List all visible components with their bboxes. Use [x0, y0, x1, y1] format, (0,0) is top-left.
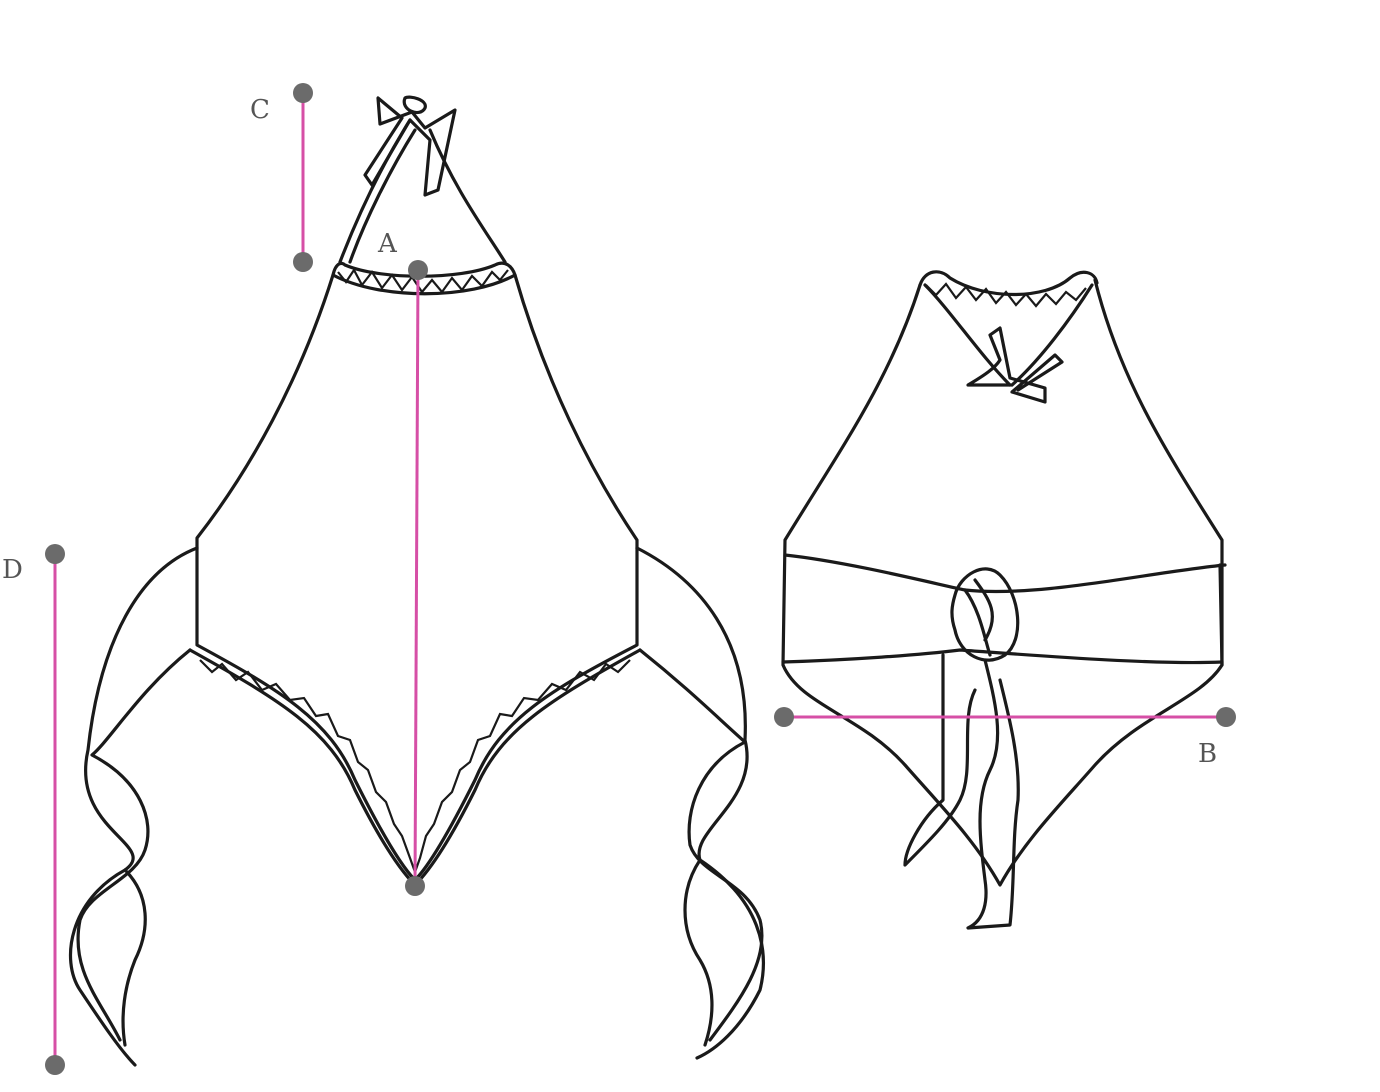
measurement-b-start-point: [774, 707, 794, 727]
measurement-a-end-point: [405, 876, 425, 896]
back-neckband-zigzag: [925, 282, 1087, 308]
front-bow: [363, 96, 457, 197]
back-body-outline: [781, 278, 1224, 887]
back-hanging-tie-left: [903, 653, 977, 867]
front-side-tie-right-a: [635, 546, 765, 1060]
front-side-tie-left-a: [68, 546, 199, 1067]
measurement-c: C: [250, 83, 313, 272]
front-strap-left: [338, 118, 412, 264]
front-strap-inner: [348, 128, 417, 264]
front-body-outline: [195, 273, 639, 882]
measurement-d: D: [2, 544, 65, 1075]
front-bow-knot: [402, 95, 427, 114]
front-side-tie-right-b: [638, 648, 764, 1042]
back-band-right-edge: [1218, 563, 1224, 667]
back-neckband: [918, 270, 1099, 297]
back-band-top: [783, 553, 1227, 594]
front-strap-right: [428, 128, 507, 264]
measurement-a: A: [377, 229, 428, 896]
back-strap-left: [923, 283, 1012, 387]
measurement-c-start-point: [293, 83, 313, 103]
measurement-b-label: B: [1198, 739, 1218, 769]
front-side-tie-left-c: [121, 868, 147, 1047]
measurement-b-end-point: [1216, 707, 1236, 727]
measurement-d-start-point: [45, 544, 65, 564]
front-neckband-zigzag: [337, 267, 509, 294]
measurement-c-label: C: [250, 95, 271, 125]
measurement-a-line: [413, 269, 420, 887]
back-knot-twist: [963, 578, 995, 657]
measurement-a-label: A: [377, 229, 398, 259]
measurement-a-start-point: [408, 260, 428, 280]
front-side-tie-left-b: [76, 648, 192, 1042]
back-view: [781, 270, 1227, 930]
front-side-tie-right-c: [683, 858, 714, 1047]
measurement-d-label: D: [2, 555, 24, 585]
back-knot: [950, 567, 1020, 662]
back-bow: [966, 326, 1064, 404]
measurement-c-end-point: [293, 252, 313, 272]
back-strap-right: [1010, 283, 1094, 387]
front-leg-zigzag-left: [199, 659, 417, 873]
measurement-d-end-point: [45, 1055, 65, 1075]
front-leg-zigzag-right: [413, 659, 631, 873]
back-hanging-tie-right: [966, 658, 1020, 930]
measurement-b: B: [774, 707, 1236, 769]
